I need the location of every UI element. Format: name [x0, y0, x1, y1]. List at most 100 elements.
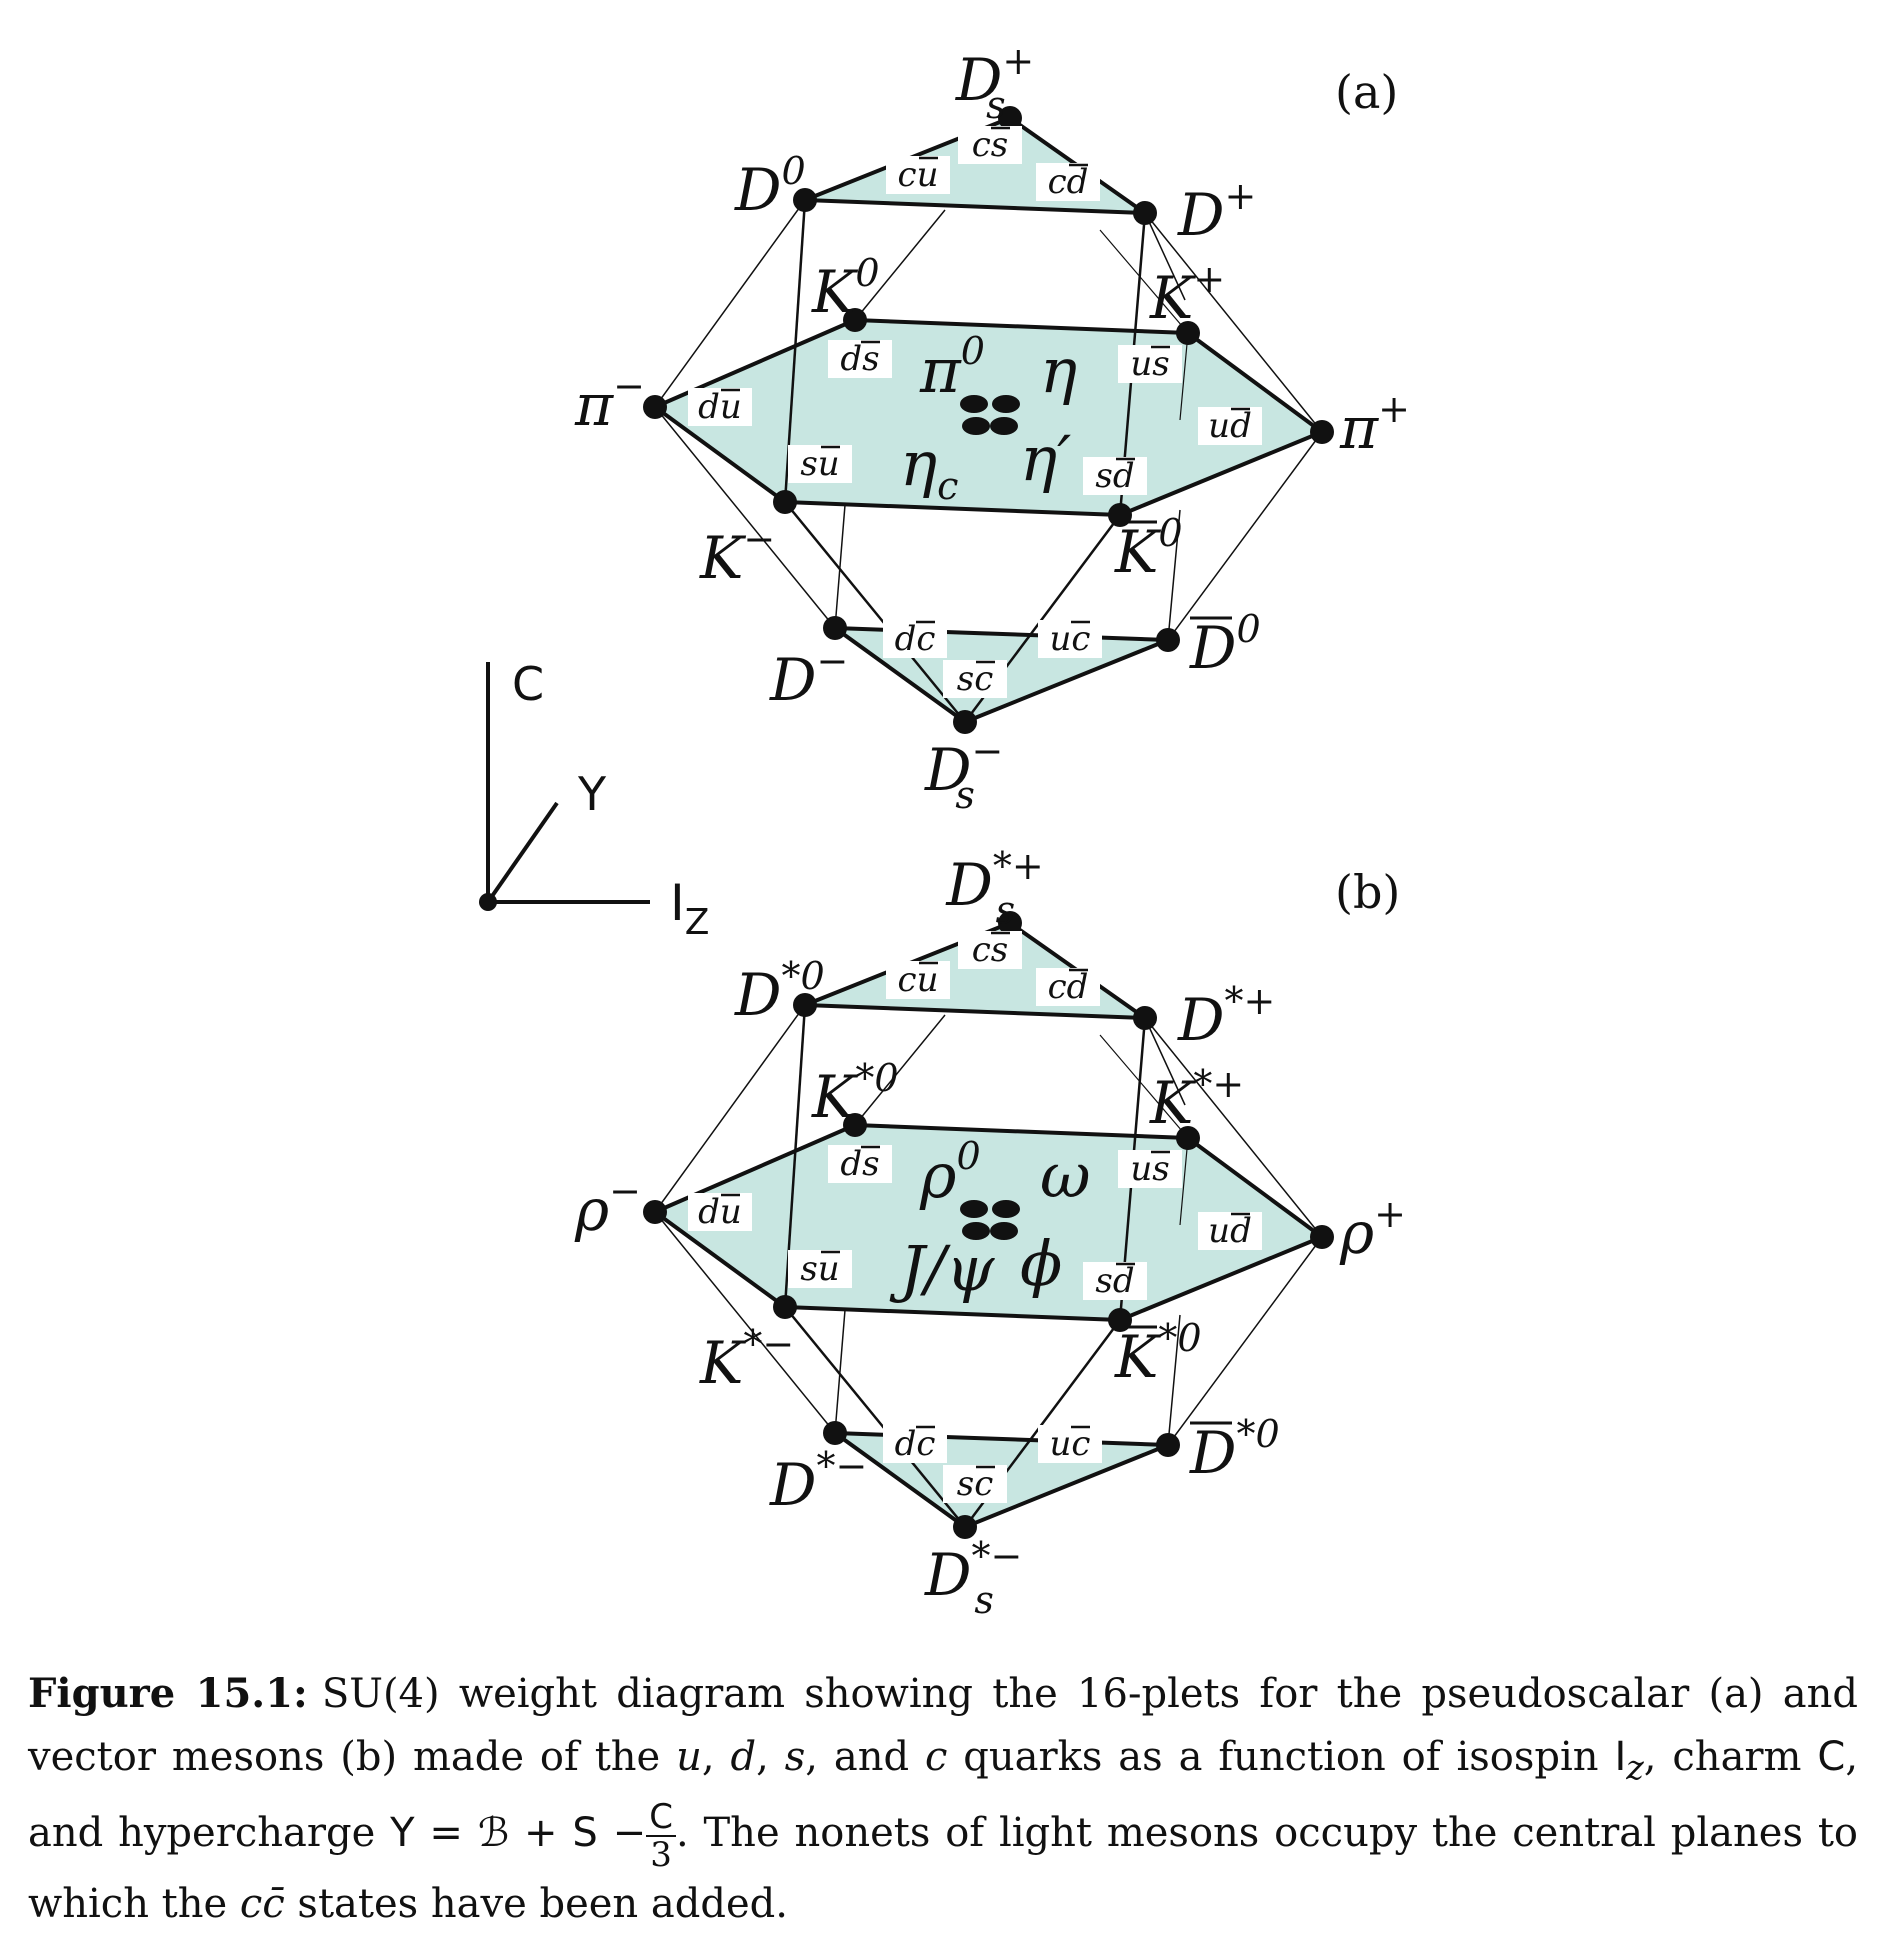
- caption-iz: I: [1614, 1734, 1627, 1780]
- weight-dot-bl: [823, 616, 847, 640]
- particle-charge: −: [817, 639, 849, 683]
- quark-antiquark: d: [1113, 1261, 1135, 1301]
- quark-antiquark: u: [917, 155, 939, 195]
- weight-dot-left: [643, 1200, 667, 1224]
- particle-label-ur: D+: [1177, 174, 1256, 249]
- particle-charge: *−: [972, 1534, 1023, 1578]
- quark-label-uc: uc: [1050, 619, 1091, 659]
- quark-first: s: [800, 444, 817, 484]
- caption-charm: C: [1817, 1734, 1846, 1780]
- particle-label-klr: K0: [1114, 511, 1183, 586]
- particle-label-bottom: D−s: [924, 729, 1003, 817]
- weight-dot-ur: [1133, 201, 1157, 225]
- center-state-base: ω: [1040, 1139, 1091, 1212]
- quark-label-bg: [883, 620, 947, 658]
- plane-edge: [653, 405, 787, 504]
- quark-label-su: su: [800, 1249, 839, 1289]
- quark-first: d: [895, 1424, 917, 1464]
- center-state-sub: c: [937, 464, 958, 508]
- caption-iz-sub: z: [1626, 1748, 1644, 1787]
- plane-edge: [1186, 1136, 1324, 1239]
- connector-line: [1167, 431, 1323, 641]
- quark-label-ud: ud: [1208, 406, 1252, 446]
- particle-base: D: [1189, 1419, 1237, 1487]
- quark-antiquark: d: [1113, 456, 1135, 496]
- particle-label-kul: K*0: [811, 1056, 899, 1131]
- quark-first: d: [840, 339, 862, 379]
- caption-text-1: SU(4) weight diagram showing the 16-plet…: [28, 1671, 1859, 1780]
- quark-label-bg: [788, 445, 852, 483]
- particle-base: D: [1177, 181, 1225, 249]
- particle-charge: 0: [855, 251, 879, 295]
- particle-label-dl: D−: [769, 639, 848, 714]
- center-state-c2: ω: [1040, 1139, 1091, 1212]
- center-state-dot: [962, 417, 990, 435]
- connector-line: [1099, 229, 1189, 334]
- plane-edge: [1119, 430, 1323, 517]
- quark-label-bg: [886, 961, 950, 999]
- particle-label-kur: K*+: [1149, 1062, 1244, 1137]
- quark-antiquark: s: [1152, 1149, 1169, 1189]
- connector-line: [654, 1004, 806, 1213]
- quark-label-sd: sd: [1095, 1261, 1134, 1301]
- particle-label-right: ρ+: [1339, 1192, 1406, 1267]
- caption-label: Figure 15.1:: [28, 1670, 308, 1717]
- quark-label-ud: ud: [1208, 1211, 1252, 1251]
- particle-label-left: π−: [574, 364, 645, 439]
- quark-label-bg: [688, 1193, 752, 1231]
- quark-first: c: [1048, 162, 1067, 202]
- particle-charge: *+: [1193, 1062, 1244, 1106]
- center-state-dot: [960, 395, 988, 413]
- particle-base: D: [945, 851, 993, 919]
- weight-dot-kul: [843, 308, 867, 332]
- quark-label-bg: [1038, 1425, 1102, 1463]
- particle-label-ur: D*+: [1177, 979, 1275, 1054]
- quark-label-ds: ds: [840, 1144, 879, 1184]
- connector-line: [654, 406, 836, 629]
- weight-dot-top: [998, 911, 1022, 935]
- caption-sep-2: ,: [756, 1734, 785, 1780]
- quark-first: c: [972, 125, 991, 165]
- particle-label-ul: D0: [734, 149, 806, 224]
- panel-tag: (b): [1335, 865, 1400, 919]
- connector-line: [1167, 509, 1181, 641]
- particle-charge: *−: [743, 1322, 794, 1366]
- particle-charge: *0: [1158, 1316, 1201, 1360]
- quark-first: d: [698, 1192, 720, 1232]
- plane-edge: [784, 1305, 1121, 1322]
- connector-line: [1167, 1314, 1181, 1446]
- particle-charge: −: [743, 517, 775, 561]
- particle-charge: *+: [1225, 979, 1276, 1023]
- connector-line: [654, 199, 806, 408]
- quark-label-bg: [1083, 1262, 1147, 1300]
- quark-label-cu: cu: [898, 155, 939, 195]
- weight-dot-br: [1156, 628, 1180, 652]
- connector-line: [854, 209, 946, 321]
- quark-label-bg: [943, 660, 1007, 698]
- particle-base: K: [1114, 518, 1162, 586]
- center-state-c4: η′: [1020, 422, 1071, 495]
- particle-charge: +: [1002, 39, 1034, 83]
- quark-label-cs: cs: [972, 930, 1009, 970]
- caption-quark-u: u: [676, 1734, 702, 1780]
- quark-label-dc: dc: [895, 1424, 936, 1464]
- quark-antiquark: c: [1071, 619, 1090, 659]
- particle-charge: +: [1374, 1192, 1406, 1236]
- quark-label-bg: [886, 156, 950, 194]
- particle-charge: *0: [1237, 1412, 1280, 1456]
- quark-antiquark: s: [991, 930, 1008, 970]
- quark-first: u: [1208, 406, 1230, 446]
- center-state-c2: η: [1040, 334, 1077, 407]
- quark-label-bg: [1083, 457, 1147, 495]
- plane-edge: [1119, 1235, 1323, 1322]
- quark-label-bg: [1198, 407, 1262, 445]
- quark-first: d: [698, 387, 720, 427]
- particle-charge: *0: [782, 954, 825, 998]
- quark-antiquark: s: [862, 339, 879, 379]
- quark-antiquark: d: [1067, 967, 1089, 1007]
- quark-antiquark: u: [917, 960, 939, 1000]
- quark-first: c: [898, 960, 917, 1000]
- quark-antiquark: d: [1230, 1211, 1252, 1251]
- quark-antiquark: u: [720, 387, 742, 427]
- center-state-sup: 0: [956, 1134, 980, 1178]
